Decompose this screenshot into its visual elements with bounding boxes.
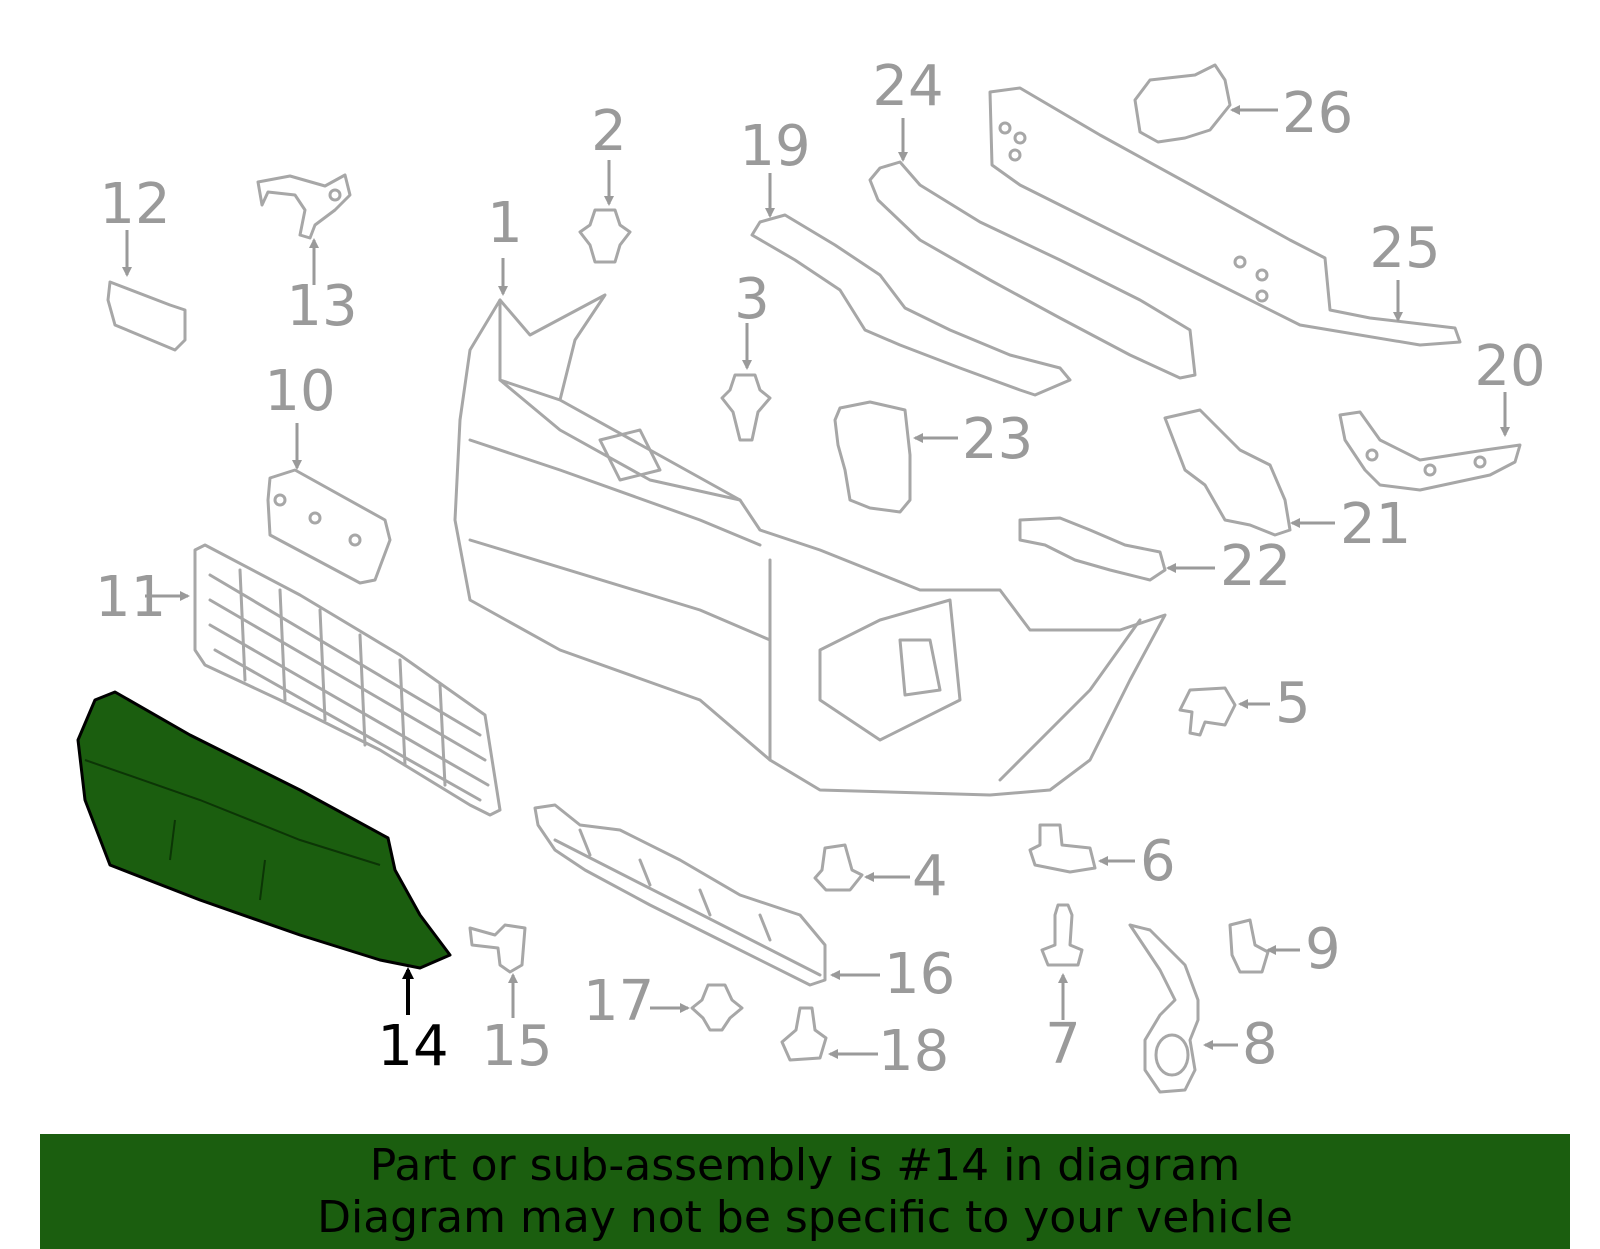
callout-6[interactable]: 6 <box>1140 829 1176 894</box>
callout-8[interactable]: 8 <box>1242 1012 1278 1077</box>
bracket-23-part[interactable] <box>833 400 912 514</box>
absorber-16-part[interactable] <box>533 803 827 987</box>
banner-line-1: Part or sub-assembly is #14 in diagram <box>369 1139 1241 1191</box>
bolt-7-part[interactable] <box>1040 903 1084 967</box>
callout-4[interactable]: 4 <box>912 844 948 909</box>
reinforcement-25-part[interactable] <box>988 86 1462 347</box>
callout-12[interactable]: 12 <box>99 172 170 237</box>
bracket-21-part[interactable] <box>1163 408 1292 537</box>
info-banner: Part or sub-assembly is #14 in diagram D… <box>40 1134 1570 1249</box>
fog-bracket-8-part[interactable] <box>1128 923 1200 1094</box>
callout-19[interactable]: 19 <box>739 114 810 179</box>
callout-10[interactable]: 10 <box>264 359 335 424</box>
callout-17[interactable]: 17 <box>583 969 654 1034</box>
callout-labels: 1 2 3 4 5 6 7 8 9 10 11 12 13 14 15 16 1… <box>95 54 1546 1084</box>
clip-9-part[interactable] <box>1228 918 1270 974</box>
banner-line-2: Diagram may not be specific to your vehi… <box>317 1191 1293 1243</box>
connector-6-part[interactable] <box>1028 823 1097 874</box>
bracket-13-part[interactable] <box>256 173 352 240</box>
clip-2-part[interactable] <box>578 208 632 264</box>
bracket-20-part[interactable] <box>1338 410 1522 492</box>
callout-5[interactable]: 5 <box>1275 671 1311 736</box>
callout-20[interactable]: 20 <box>1474 334 1545 399</box>
callout-21[interactable]: 21 <box>1340 492 1411 557</box>
callout-9[interactable]: 9 <box>1305 917 1341 982</box>
callout-14[interactable]: 14 <box>377 1014 448 1079</box>
callout-24[interactable]: 24 <box>872 54 943 119</box>
cap-12-part[interactable] <box>106 280 187 352</box>
bumper-cover-part[interactable] <box>453 293 1167 797</box>
reinforcement-19-part[interactable] <box>750 213 1072 397</box>
callout-7[interactable]: 7 <box>1045 1012 1081 1077</box>
lower-cover-14-part[interactable] <box>76 690 452 970</box>
bracket-22-part[interactable] <box>1018 516 1167 582</box>
plate-10-part[interactable] <box>266 468 392 585</box>
clip-17-part[interactable] <box>690 983 744 1032</box>
callout-1[interactable]: 1 <box>487 191 523 256</box>
callout-16[interactable]: 16 <box>884 942 955 1007</box>
bracket-5-part[interactable] <box>1178 686 1237 737</box>
clip-4-part[interactable] <box>813 843 864 892</box>
callout-18[interactable]: 18 <box>878 1019 949 1084</box>
callout-11[interactable]: 11 <box>95 565 166 630</box>
callout-2[interactable]: 2 <box>591 99 627 164</box>
callout-3[interactable]: 3 <box>734 267 770 332</box>
callout-26[interactable]: 26 <box>1282 81 1353 146</box>
callout-22[interactable]: 22 <box>1220 534 1291 599</box>
callout-25[interactable]: 25 <box>1369 216 1440 281</box>
callout-13[interactable]: 13 <box>286 274 357 339</box>
clip-15-part[interactable] <box>468 923 527 974</box>
clip-3-part[interactable] <box>720 373 772 442</box>
callout-23[interactable]: 23 <box>962 407 1033 472</box>
callout-15[interactable]: 15 <box>481 1014 552 1079</box>
bracket-26-part[interactable] <box>1133 63 1232 144</box>
beam-24-part[interactable] <box>868 160 1197 380</box>
leader-lines <box>122 105 1510 1059</box>
grille-11-part[interactable] <box>193 543 502 817</box>
bolt-18-part[interactable] <box>780 1006 828 1062</box>
